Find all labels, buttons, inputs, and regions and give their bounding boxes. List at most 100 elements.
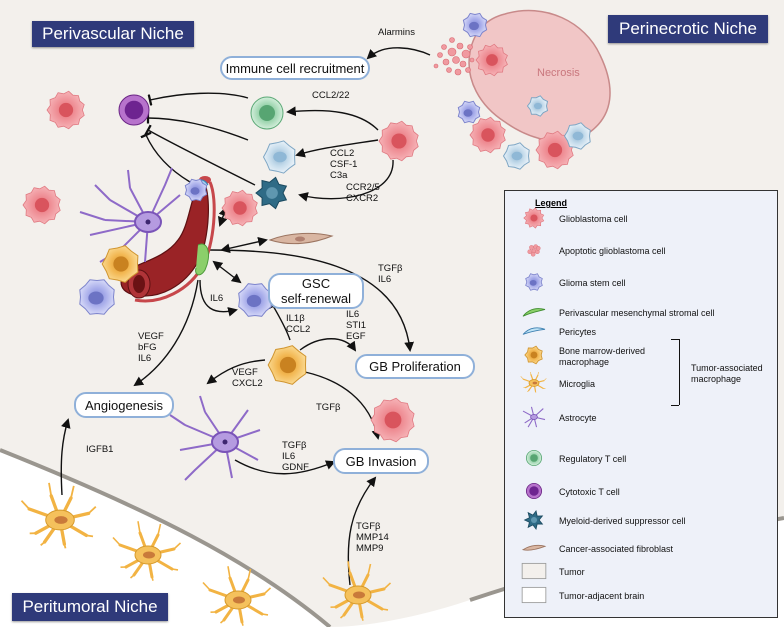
legend-item-label: Perivascular mesenchymal stromal cell bbox=[559, 308, 715, 318]
myeloid-suppressor-cell bbox=[255, 176, 288, 210]
label-tgfb-macrophage: TGFβ bbox=[316, 402, 341, 413]
fibroblast-icon bbox=[521, 544, 547, 551]
microglia-cell bbox=[20, 482, 97, 549]
label-vegf-bfg-il6: VEGF bFG IL6 bbox=[138, 331, 164, 364]
arrow-mac-proliferation bbox=[299, 338, 357, 352]
cytotoxic-t-cell bbox=[118, 94, 150, 126]
label-il6-sti1-egf: IL6 STI1 EGF bbox=[346, 309, 367, 342]
legend-item-label: Pericytes bbox=[559, 327, 597, 337]
arrow-microglia-invasion bbox=[347, 476, 377, 586]
legend-treg-shape bbox=[525, 449, 543, 467]
cytotoxic-t-cell-icon bbox=[525, 482, 543, 500]
glioblastoma-cell bbox=[378, 120, 419, 162]
arrow-mac-angiogenesis bbox=[206, 359, 266, 385]
legend-ctl-shape bbox=[525, 482, 543, 500]
label-alarmins: Alarmins bbox=[378, 27, 415, 38]
legend-item-label: Cancer-associated fibroblast bbox=[559, 544, 674, 554]
arrow-alarmins bbox=[366, 47, 431, 60]
glioblastoma-cell bbox=[475, 43, 508, 77]
angiogenesis-box: Angiogenesis bbox=[74, 392, 174, 418]
glioblastoma-cell bbox=[469, 116, 506, 154]
legend-item-label: Apoptotic glioblastoma cell bbox=[559, 246, 666, 256]
gsc-self-renewal-box: GSC self-renewal bbox=[268, 273, 364, 309]
label-tgfb-il6-gdnf: TGFβ IL6 GDNF bbox=[282, 440, 309, 473]
glioblastoma-cell bbox=[370, 397, 415, 443]
legend-group-label: Tumor-associated macrophage bbox=[691, 363, 763, 384]
inhibit-ctl-4 bbox=[140, 131, 191, 183]
blood-vessel bbox=[120, 176, 216, 303]
glioma-stem-cell-icon bbox=[525, 273, 543, 291]
legend-item-label: Cytotoxic T cell bbox=[559, 487, 620, 497]
glioblastoma-cell-icon bbox=[523, 207, 545, 229]
glioblastoma-cell bbox=[22, 185, 61, 225]
macrophage-icon bbox=[524, 345, 543, 365]
monocyte-cell bbox=[526, 95, 549, 117]
apoptotic-cell-icon bbox=[527, 244, 541, 257]
macrophage-cell bbox=[101, 245, 139, 283]
stromal-cell-icon bbox=[522, 308, 546, 317]
arrow-tgfb-proliferation bbox=[209, 249, 414, 352]
immune-cell-recruitment-box: Immune cell recruitment bbox=[220, 56, 370, 80]
apoptotic-cell-cluster bbox=[433, 37, 475, 76]
gb-invasion-box: GB Invasion bbox=[333, 448, 429, 474]
inhibit-ctl-3 bbox=[144, 124, 256, 186]
legend-group-bracket bbox=[679, 339, 680, 405]
label-il1b-ccl2: IL1β CCL2 bbox=[286, 313, 311, 335]
label-tgfb-mmp: TGFβ MMP14 MMP9 bbox=[356, 521, 389, 554]
glioma-stem-cell bbox=[238, 283, 272, 317]
glioblastoma-cell bbox=[535, 130, 574, 170]
label-ccl2-22: CCL2/22 bbox=[312, 90, 350, 101]
legend-item-label: Glioma stem cell bbox=[559, 278, 626, 288]
glioma-stem-cell bbox=[462, 12, 488, 38]
arrow-microglia-angiogenesis bbox=[60, 418, 71, 496]
legend-item-label: Bone marrow-derived macrophage bbox=[559, 346, 646, 367]
legend-mdsc-shape bbox=[523, 509, 544, 531]
monocyte-cell bbox=[262, 140, 296, 174]
gb-proliferation-box: GB Proliferation bbox=[355, 354, 475, 379]
perivascular-niche-label: Perivascular Niche bbox=[32, 21, 194, 47]
legend-item-label: Astrocyte bbox=[559, 413, 597, 423]
legend-microglia-shape bbox=[520, 372, 547, 393]
legend-item-label: Glioblastoma cell bbox=[559, 214, 628, 224]
monocyte-cell bbox=[502, 142, 530, 170]
arrow-ccl2-22 bbox=[286, 106, 379, 131]
glioma-stem-cell bbox=[79, 279, 115, 315]
legend-title: Legend bbox=[535, 198, 568, 208]
arrow-ccl2-csf1 bbox=[295, 139, 379, 158]
tumor-swatch bbox=[521, 562, 547, 580]
label-ccr2-cxcr2: CCR2/5 CXCR2 bbox=[346, 182, 380, 204]
label-vegf-cxcl2: VEGF CXCL2 bbox=[232, 367, 263, 389]
microglia-cell bbox=[322, 561, 392, 621]
arrow-astro-invasion bbox=[234, 459, 336, 475]
regulatory-t-cell-icon bbox=[525, 449, 543, 467]
legend-item-label: Myeloid-derived suppressor cell bbox=[559, 516, 686, 526]
necrosis-label: Necrosis bbox=[537, 67, 580, 79]
legend-item-label: Microglia bbox=[559, 379, 596, 389]
regulatory-t-cell bbox=[250, 96, 284, 130]
microglia-cell bbox=[112, 521, 182, 581]
arrow-ccr2 bbox=[298, 159, 394, 202]
legend-gb-shape bbox=[523, 207, 545, 229]
legend-item-label: Regulatory T cell bbox=[559, 454, 627, 464]
macrophage-cell bbox=[267, 345, 307, 385]
glioblastoma-cell bbox=[221, 189, 258, 227]
glioma-stem-cell bbox=[457, 100, 481, 124]
peritumoral-niche-label: Peritumoral Niche bbox=[12, 593, 168, 621]
legend-item-label: Tumor-adjacent brain bbox=[559, 591, 645, 601]
label-igfb1: IGFB1 bbox=[86, 444, 114, 455]
arrow-vessel-gsc bbox=[212, 260, 242, 284]
astrocyte-perivascular bbox=[79, 167, 181, 263]
astrocyte-icon bbox=[522, 406, 546, 428]
inhibit-ctl-2 bbox=[146, 112, 249, 141]
legend-group-tick-bottom bbox=[671, 405, 679, 406]
brain-swatch bbox=[521, 586, 547, 604]
microglia-cell bbox=[202, 566, 272, 626]
arrow-vegf-angiogenesis bbox=[133, 279, 199, 387]
legend-group-tick-top bbox=[671, 339, 679, 340]
glioblastoma-cell bbox=[46, 90, 85, 130]
label-tgfb-il6: TGFβ IL6 bbox=[378, 263, 403, 285]
legend-mac-shape bbox=[524, 345, 543, 365]
arrow-vessel-fibroblast bbox=[220, 236, 268, 254]
